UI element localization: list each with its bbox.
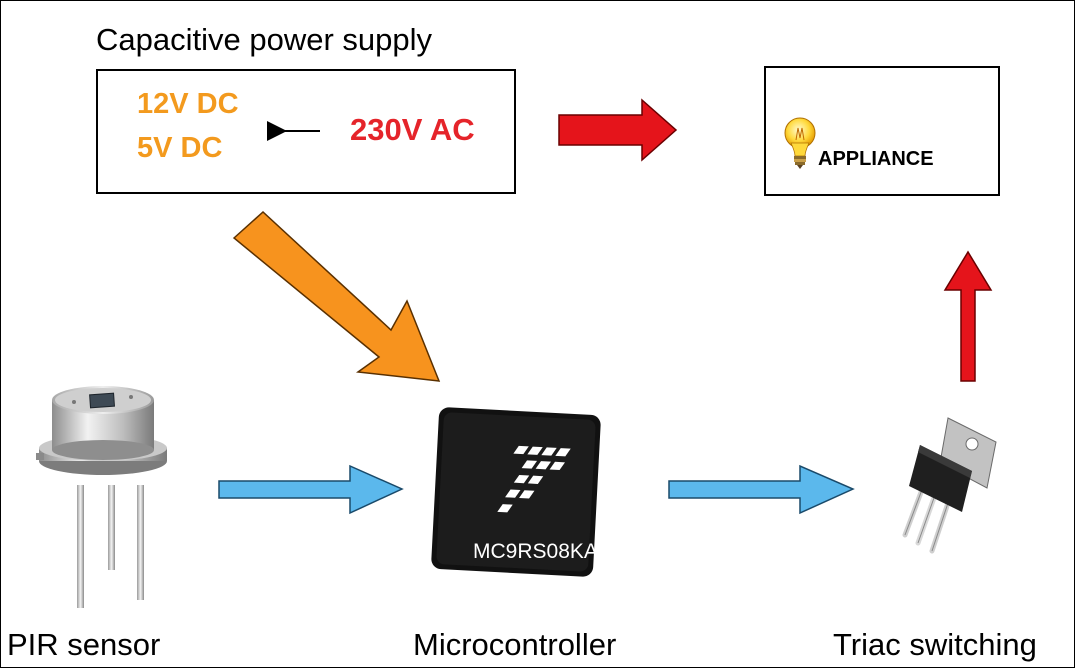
blue-arrow-sensor-to-mcu <box>218 464 404 515</box>
dc-12v-label: 12V DC <box>137 88 239 120</box>
freescale-logo <box>497 445 571 513</box>
blue-arrow-mcu-to-triac <box>668 464 855 515</box>
pir-sensor-caption: PIR sensor <box>7 627 161 662</box>
triac-image <box>902 417 997 554</box>
ac-230v-label: 230V AC <box>350 112 475 147</box>
appliance-box <box>764 66 1000 196</box>
power-supply-title: Capacitive power supply <box>96 22 433 57</box>
appliance-label: APPLIANCE <box>818 148 934 170</box>
microcontroller-caption: Microcontroller <box>413 627 617 662</box>
pir-sensor-image <box>36 386 167 608</box>
red-arrow-up-to-appliance <box>943 250 993 382</box>
orange-power-arrow <box>232 210 441 382</box>
power-supply-box <box>96 69 516 194</box>
dc-5v-label: 5V DC <box>137 132 223 164</box>
chip-part-number: MC9RS08KA <box>473 540 598 563</box>
red-arrow-to-appliance <box>558 98 678 162</box>
light-bulb-icon <box>784 117 816 169</box>
triac-caption: Triac switching <box>833 627 1037 662</box>
